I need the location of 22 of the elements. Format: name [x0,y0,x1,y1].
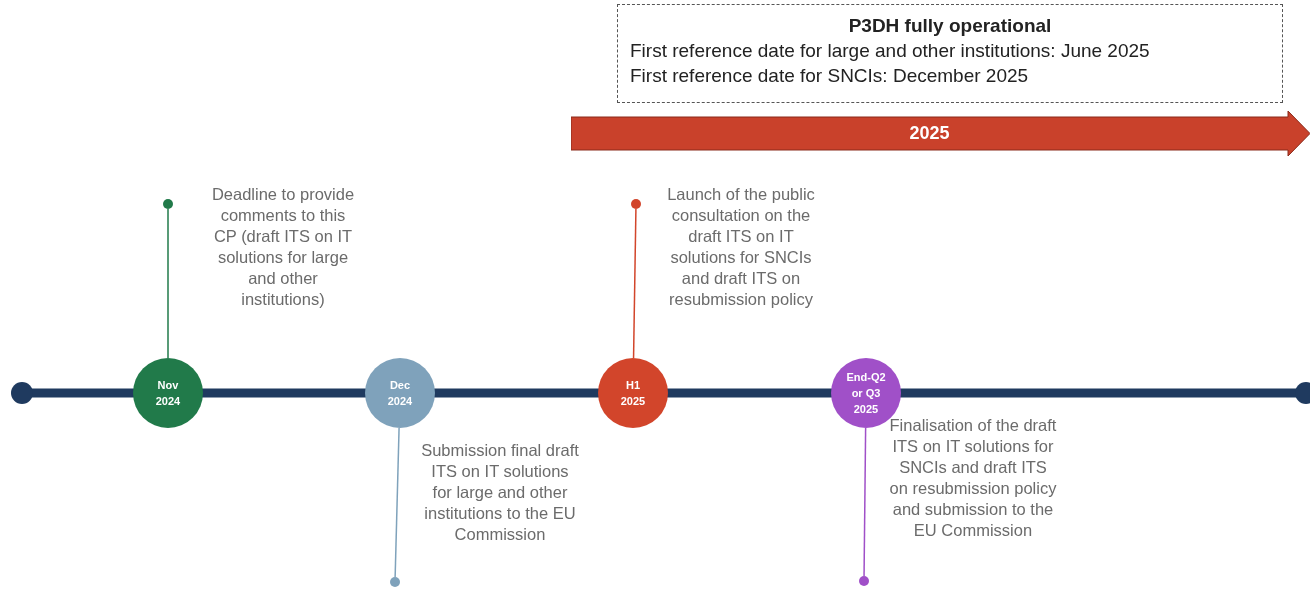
note-heading: P3DH fully operational [847,14,1053,38]
milestone-date: Dec 2024 [386,378,414,409]
year-arrow-band [571,111,1310,156]
note-box [617,4,1283,103]
milestone-description: Finalisation of the draft ITS on IT solutions for SNCIs and draft ITS on resubmission policy and submission to the EU Commission [888,415,1058,541]
milestone-date: Nov 2024 [154,378,182,409]
milestone-description: Deadline to provide comments to this CP (draft ITS on IT solutions for large and other institutions) [210,184,356,310]
stem-dot [163,199,173,209]
note-text: First reference date for SNCIs: December 2025 [630,64,1030,88]
connector-line [167,208,169,359]
milestone-date: H1 2025 [619,378,647,409]
stem-dot [631,199,641,209]
stem-dot [390,577,400,587]
connector-line [863,427,867,577]
connector-line [394,427,400,578]
milestone-description: Launch of the public consultation on the draft ITS on IT solutions for SNCIs and draft ITS on resubmission policy [666,184,816,310]
milestone-date: End-Q2 or Q3 2025 [846,370,886,417]
year-label: 2025 [908,122,951,144]
connector-line [632,208,637,359]
note-text: First reference date for large and other institutions: June 2025 [630,39,1151,63]
milestone-description: Submission final draft ITS on IT solutions for large and other institutions to the EU Commission [420,440,580,545]
stem-dot [859,576,869,586]
